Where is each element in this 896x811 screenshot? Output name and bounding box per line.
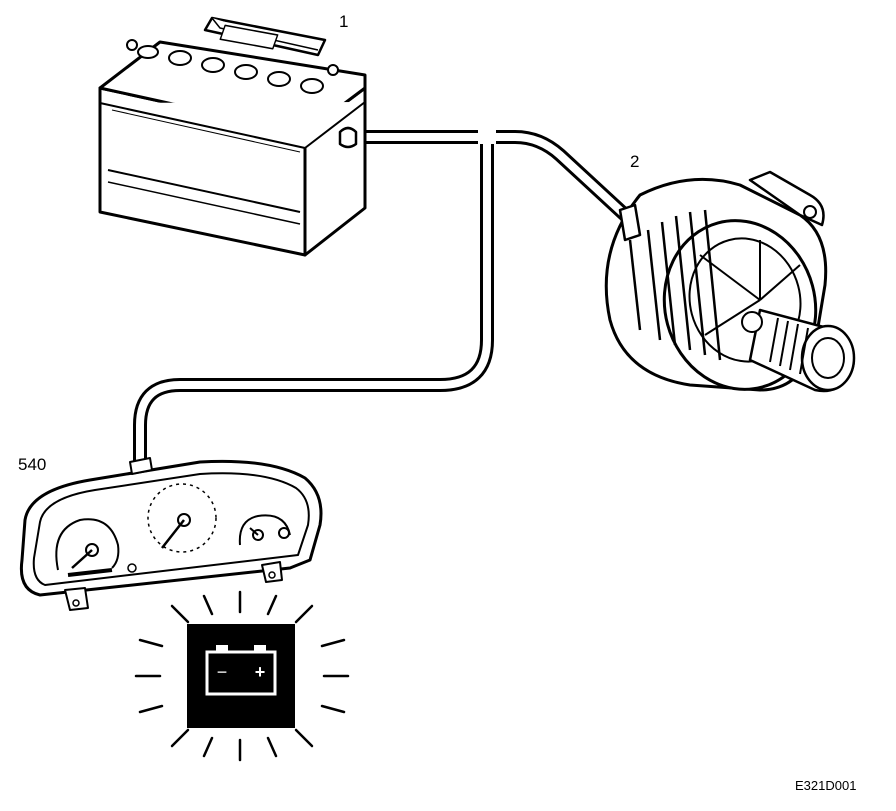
temperature-gauge xyxy=(238,514,291,546)
fuel-gauge xyxy=(55,518,120,577)
battery-cell-caps xyxy=(137,45,324,94)
figure-id: E321D001 xyxy=(795,778,857,793)
callout-instrument-cluster: 540 xyxy=(18,455,47,474)
wiring-harness xyxy=(133,130,630,462)
battery-plus-symbol: + xyxy=(255,662,266,682)
battery xyxy=(98,16,367,257)
lamp-glow-rays xyxy=(134,590,350,762)
callout-battery: 1 xyxy=(339,12,349,31)
battery-minus-symbol: − xyxy=(217,662,228,682)
charge-warning-lamp: − + xyxy=(134,590,350,762)
alternator-cooling-slots xyxy=(628,209,722,361)
battery-symbol-icon xyxy=(205,645,277,696)
instrument-cluster xyxy=(19,457,323,611)
alternator xyxy=(604,170,856,393)
callout-alternator: 2 xyxy=(630,152,640,171)
alternator-pulley xyxy=(741,308,856,393)
speedometer xyxy=(147,483,217,553)
